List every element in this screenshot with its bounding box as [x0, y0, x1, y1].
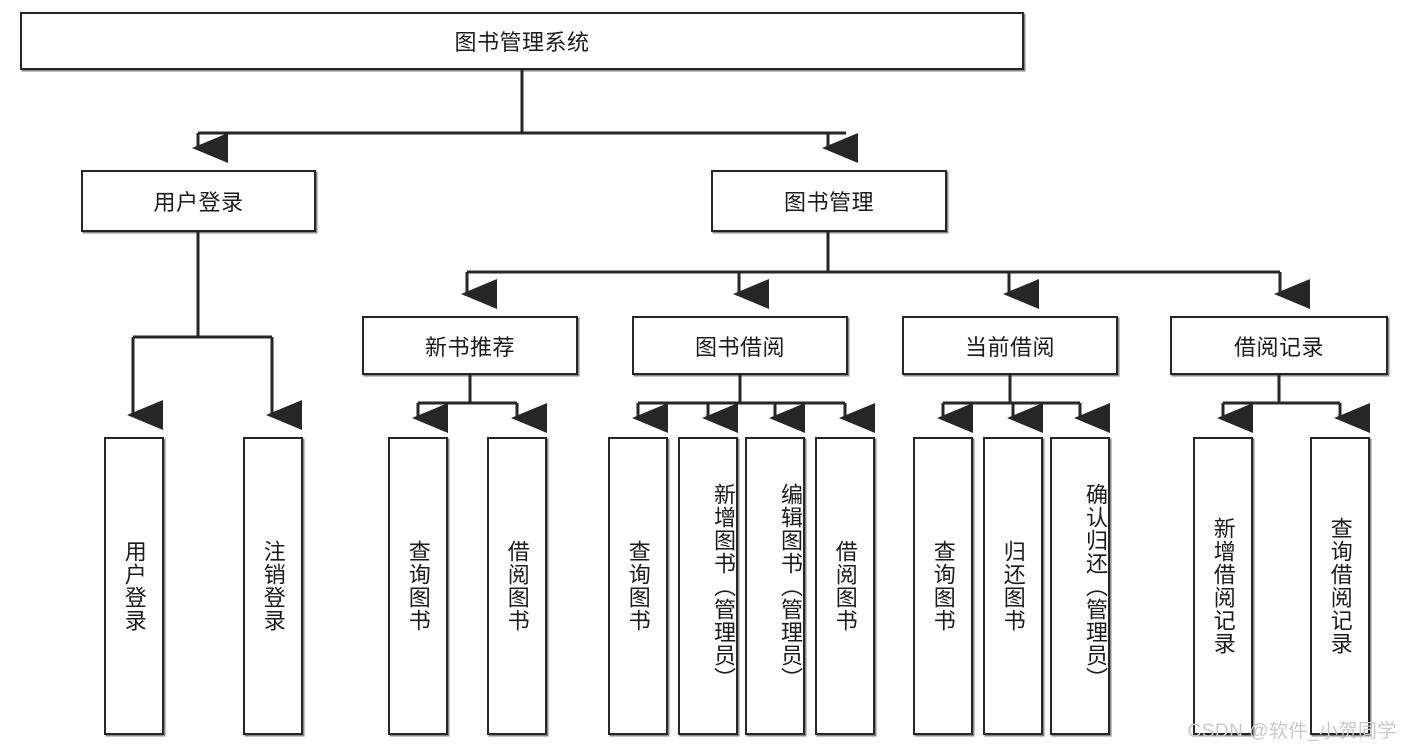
node-label: 用户登录	[121, 540, 147, 632]
node-label: 图书借阅	[694, 334, 785, 360]
leaf-borrow-book-recommendation[interactable]: 借阅图书	[487, 437, 547, 735]
leaf-return-book[interactable]: 归还图书	[983, 437, 1043, 735]
node-book-borrowing[interactable]: 图书借阅	[632, 316, 848, 375]
leaf-edit-book-admin[interactable]: 编辑图书（管理员）	[745, 437, 805, 735]
node-label: 查询图书	[930, 540, 956, 632]
node-label: 查询图书	[625, 540, 651, 632]
leaf-query-book-borrowing[interactable]: 查询图书	[608, 437, 668, 735]
node-label: 用户登录	[153, 190, 244, 215]
leaf-logout[interactable]: 注销登录	[243, 437, 303, 735]
leaf-confirm-return-admin[interactable]: 确认归还（管理员）	[1050, 437, 1110, 735]
leaf-add-book-admin[interactable]: 新增图书（管理员）	[678, 437, 738, 735]
leaf-query-borrowing-record[interactable]: 查询借阅记录	[1310, 437, 1370, 735]
node-label: 查询借阅记录	[1327, 517, 1353, 655]
leaf-borrow-book-borrowing[interactable]: 借阅图书	[815, 437, 875, 735]
node-user-login[interactable]: 用户登录	[81, 170, 316, 232]
node-label: 编辑图书（管理员）	[778, 482, 803, 690]
leaf-query-book-recommendation[interactable]: 查询图书	[388, 437, 448, 735]
node-book-management[interactable]: 图书管理	[711, 170, 947, 232]
leaf-user-login[interactable]: 用户登录	[104, 437, 164, 735]
node-label: 新增借阅记录	[1210, 517, 1236, 655]
leaf-query-book-current[interactable]: 查询图书	[913, 437, 973, 735]
node-label: 图书管理系统	[454, 30, 590, 55]
node-label: 查询图书	[405, 540, 431, 632]
node-label: 确认归还（管理员）	[1083, 482, 1108, 690]
node-root[interactable]: 图书管理系统	[20, 12, 1024, 70]
node-label: 借阅记录	[1233, 334, 1324, 360]
node-borrowing-record[interactable]: 借阅记录	[1170, 316, 1388, 375]
node-current-borrowing[interactable]: 当前借阅	[902, 316, 1118, 375]
node-label: 图书管理	[783, 190, 874, 215]
node-label: 归还图书	[1000, 540, 1026, 632]
node-label: 新书推荐	[424, 334, 515, 360]
node-label: 借阅图书	[504, 540, 530, 632]
node-new-book-recommendation[interactable]: 新书推荐	[362, 316, 578, 375]
leaf-add-borrowing-record[interactable]: 新增借阅记录	[1193, 437, 1253, 735]
node-label: 当前借阅	[964, 334, 1055, 360]
node-label: 注销登录	[260, 540, 286, 632]
node-label: 新增图书（管理员）	[711, 482, 736, 690]
node-label: 借阅图书	[832, 540, 858, 632]
